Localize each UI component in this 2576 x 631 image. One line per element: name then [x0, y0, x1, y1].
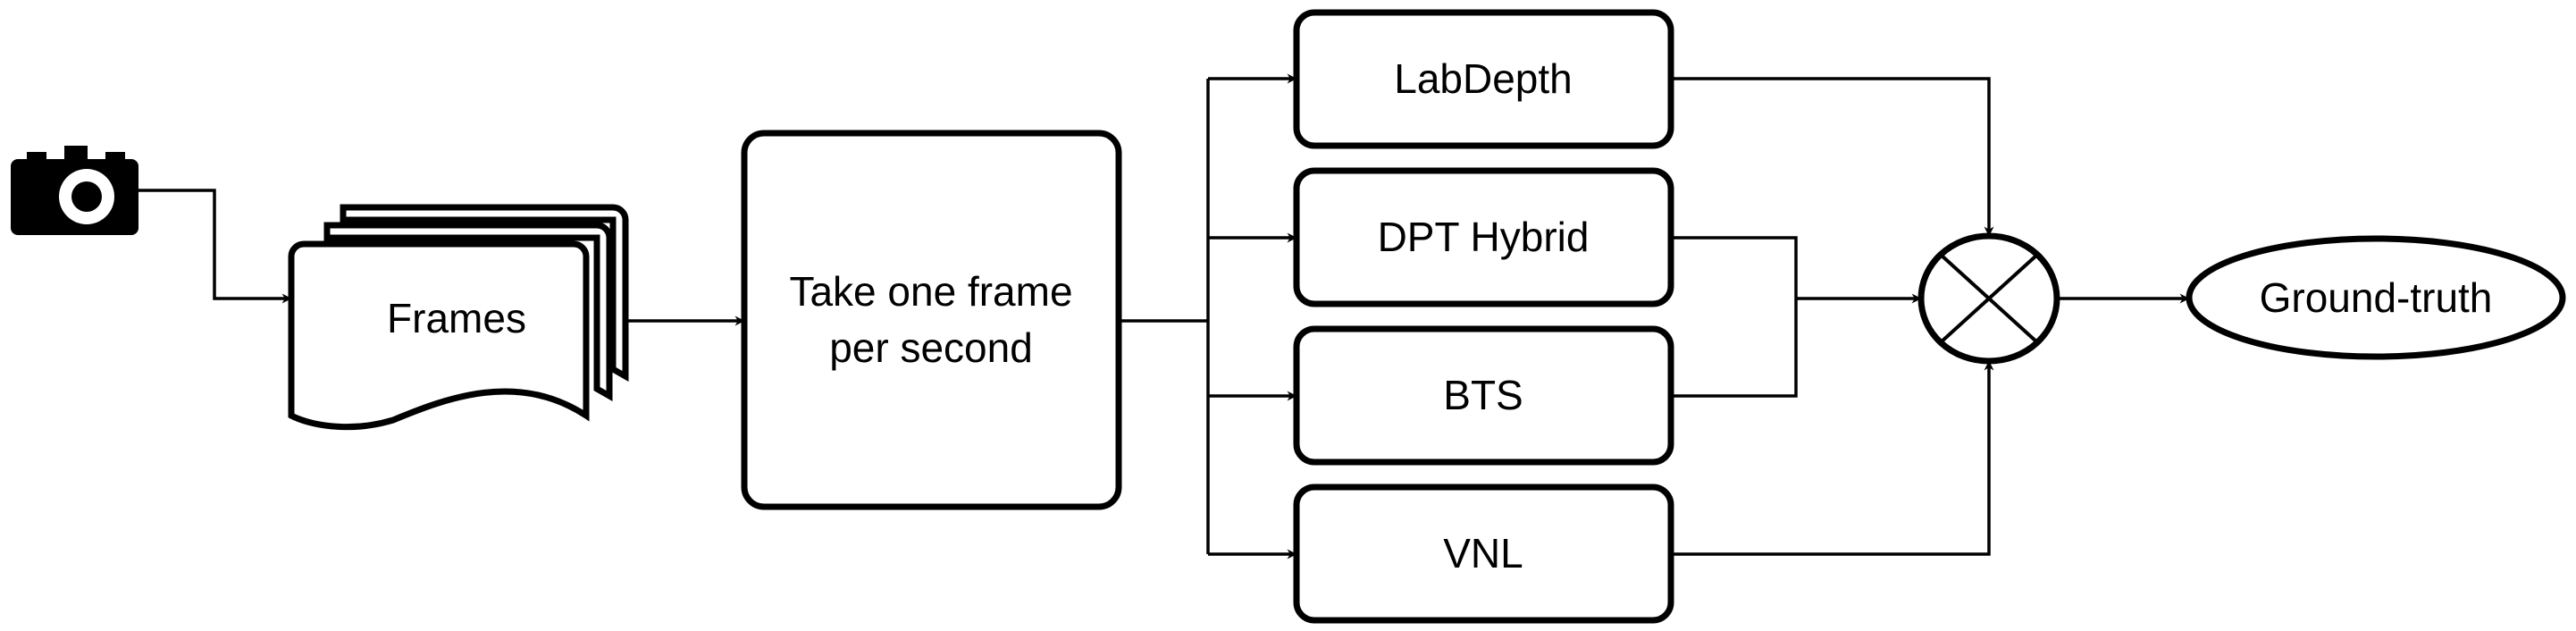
vnl-node: VNL — [1293, 484, 1674, 624]
bts-node: BTS — [1293, 325, 1674, 466]
edge-camera-frames — [138, 189, 292, 304]
dpt-hybrid-label: DPT Hybrid — [1378, 214, 1590, 260]
edge-vnl-combine — [1671, 360, 1994, 556]
take-frame-label-line1: Take one frame — [789, 268, 1072, 315]
bts-label: BTS — [1443, 372, 1523, 418]
camera-icon — [11, 146, 138, 235]
labdepth-node: LabDepth — [1293, 9, 1674, 149]
dpt-hybrid-node: DPT Hybrid — [1293, 167, 1674, 307]
frames-node — [288, 240, 590, 431]
ground-truth-label: Ground-truth — [2260, 274, 2493, 321]
labdepth-label: LabDepth — [1394, 55, 1573, 102]
edges — [138, 73, 2190, 559]
take-frame-label-line2: per second — [829, 324, 1033, 371]
frames-label: Frames — [387, 295, 526, 341]
ground-truth-node: Ground-truth — [2186, 235, 2566, 360]
frames-stack: Frames — [288, 204, 629, 431]
edge-labdepth-combine — [1671, 77, 1994, 237]
multiply-circle-icon — [1917, 232, 2060, 365]
take-frame-node: Take one frame per second — [741, 130, 1122, 510]
edge-dpt-bts-merge — [1671, 236, 1798, 398]
edge-take-models-trunk — [1119, 79, 1210, 554]
vnl-label: VNL — [1443, 530, 1523, 576]
